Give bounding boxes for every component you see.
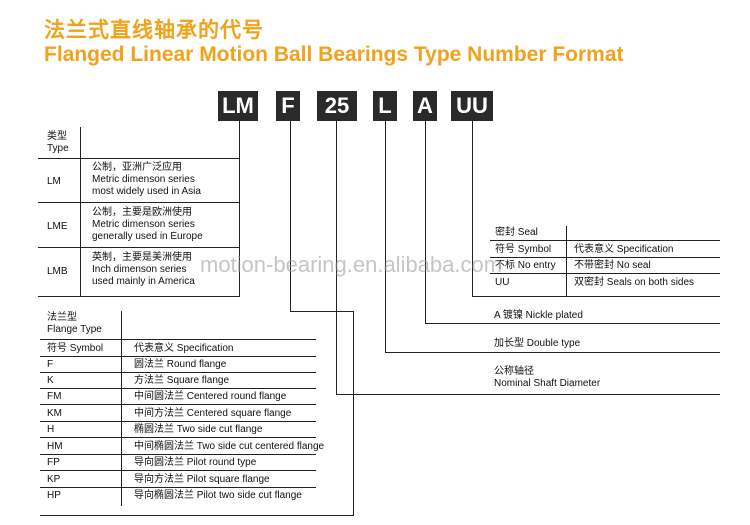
flange-row-code: F xyxy=(47,359,54,370)
connector-a-horizontal xyxy=(425,323,720,324)
flange-table-rule xyxy=(40,388,316,389)
type-row-cn: 公制，主要是欧洲使用 xyxy=(92,207,192,218)
type-row-code: LM xyxy=(47,176,61,187)
seal-table-rule xyxy=(490,273,720,274)
seal-table-rule xyxy=(490,240,720,241)
seal-table-divider xyxy=(566,226,567,296)
type-row-en2: used mainly in America xyxy=(92,276,195,287)
flange-table-rule xyxy=(40,437,316,438)
flange-row-code: H xyxy=(47,424,55,435)
flange-table-rule xyxy=(40,421,316,422)
code-uu: UU xyxy=(451,91,493,121)
connector-f xyxy=(290,121,291,312)
connector-f-horizontal xyxy=(290,311,354,312)
flange-table-rule xyxy=(40,404,316,405)
type-row-en1: Metric dimenson series xyxy=(92,174,195,185)
connector-25 xyxy=(336,121,337,395)
label-shaft-en: Nominal Shaft Diameter xyxy=(494,378,601,389)
code-a: A xyxy=(413,91,437,121)
connector-25-horizontal xyxy=(336,394,720,395)
type-table-rule xyxy=(38,202,240,203)
seal-row-code: 不标 No entry xyxy=(495,260,556,271)
flange-table-bottom-rule xyxy=(40,515,354,516)
type-row-code: LME xyxy=(47,221,68,232)
flange-row-code: K xyxy=(47,375,54,386)
flange-table-rule xyxy=(40,372,316,373)
flange-row-desc: 中间方法兰 Centered square flange xyxy=(134,408,292,419)
label-nickle-plated: A 镀镍 Nickle plated xyxy=(494,310,583,321)
seal-table-rule xyxy=(490,257,720,258)
code-lm: LM xyxy=(218,91,258,121)
type-table-divider xyxy=(80,127,81,297)
title-english: Flanged Linear Motion Ball Bearings Type… xyxy=(44,43,624,66)
flange-table-rule xyxy=(40,454,316,455)
connector-uu xyxy=(472,121,473,297)
label-double-type: 加长型 Double type xyxy=(494,338,581,349)
flange-table-rule xyxy=(40,487,316,488)
seal-row-desc: 双密封 Seals on both sides xyxy=(574,277,695,288)
type-row-en1: Inch dimenson series xyxy=(92,264,187,275)
connector-l-horizontal xyxy=(385,352,720,353)
flange-row-code: FM xyxy=(47,391,62,402)
connector-uu-horizontal xyxy=(472,296,720,297)
flange-col-symbol: 符号 Symbol xyxy=(47,343,104,354)
label-shaft-cn: 公称轴径 xyxy=(494,366,534,377)
connector-l xyxy=(385,121,386,353)
flange-table-rule xyxy=(40,470,316,471)
seal-header: 密封 Seal xyxy=(495,227,538,238)
connector-a xyxy=(425,121,426,324)
flange-row-desc: 中间椭圆法兰 Two side cut centered flange xyxy=(134,441,325,452)
flange-header-en: Flange Type xyxy=(47,324,102,335)
seal-col-spec: 代表意义 Specification xyxy=(574,244,674,255)
flange-table-rule xyxy=(40,339,316,340)
type-table-rule xyxy=(38,247,240,248)
type-header-en: Type xyxy=(47,143,69,154)
connector-lm xyxy=(239,121,240,297)
flange-row-code: KP xyxy=(47,474,61,485)
title-chinese: 法兰式直线轴承的代号 xyxy=(44,19,264,42)
seal-col-symbol: 符号 Symbol xyxy=(495,244,552,255)
flange-row-desc: 导向椭圆法兰 Pilot two side cut flange xyxy=(134,490,302,501)
type-row-cn: 公制，亚洲广泛应用 xyxy=(92,162,182,173)
flange-table-divider xyxy=(121,311,122,506)
type-row-cn: 英制，主要是美洲使用 xyxy=(92,252,192,263)
type-table-rule xyxy=(38,158,240,159)
code-f: F xyxy=(276,91,300,121)
flange-row-code: HM xyxy=(47,441,63,452)
code-25: 25 xyxy=(317,91,357,121)
flange-row-desc: 椭圆法兰 Two side cut flange xyxy=(134,424,263,435)
type-header-cn: 类型 xyxy=(47,131,67,142)
flange-header-cn: 法兰型 xyxy=(47,312,77,323)
code-l: L xyxy=(373,91,397,121)
flange-row-desc: 导向方法兰 Pilot square flange xyxy=(134,474,270,485)
flange-row-desc: 方法兰 Square flange xyxy=(134,375,230,386)
type-table-bottom-rule xyxy=(38,296,240,297)
type-row-en2: most widely used in Asia xyxy=(92,186,201,197)
type-row-code: LMB xyxy=(47,266,68,277)
flange-col-spec: 代表意义 Specification xyxy=(134,343,234,354)
flange-row-code: FP xyxy=(47,457,60,468)
flange-row-desc: 圆法兰 Round flange xyxy=(134,359,227,370)
flange-row-desc: 导向圆法兰 Pilot round type xyxy=(134,457,257,468)
type-row-en1: Metric dimenson series xyxy=(92,219,195,230)
flange-row-code: HP xyxy=(47,490,61,501)
flange-table-rule xyxy=(40,356,316,357)
connector-f-down xyxy=(353,311,354,516)
seal-row-desc: 不带密封 No seal xyxy=(574,260,651,271)
seal-row-code: UU xyxy=(495,277,510,288)
flange-row-desc: 中间圆法兰 Centered round flange xyxy=(134,391,287,402)
flange-row-code: KM xyxy=(47,408,62,419)
type-row-en2: generally used in Europe xyxy=(92,231,203,242)
watermark-text: motion-bearing.en.alibaba.com xyxy=(200,252,503,277)
